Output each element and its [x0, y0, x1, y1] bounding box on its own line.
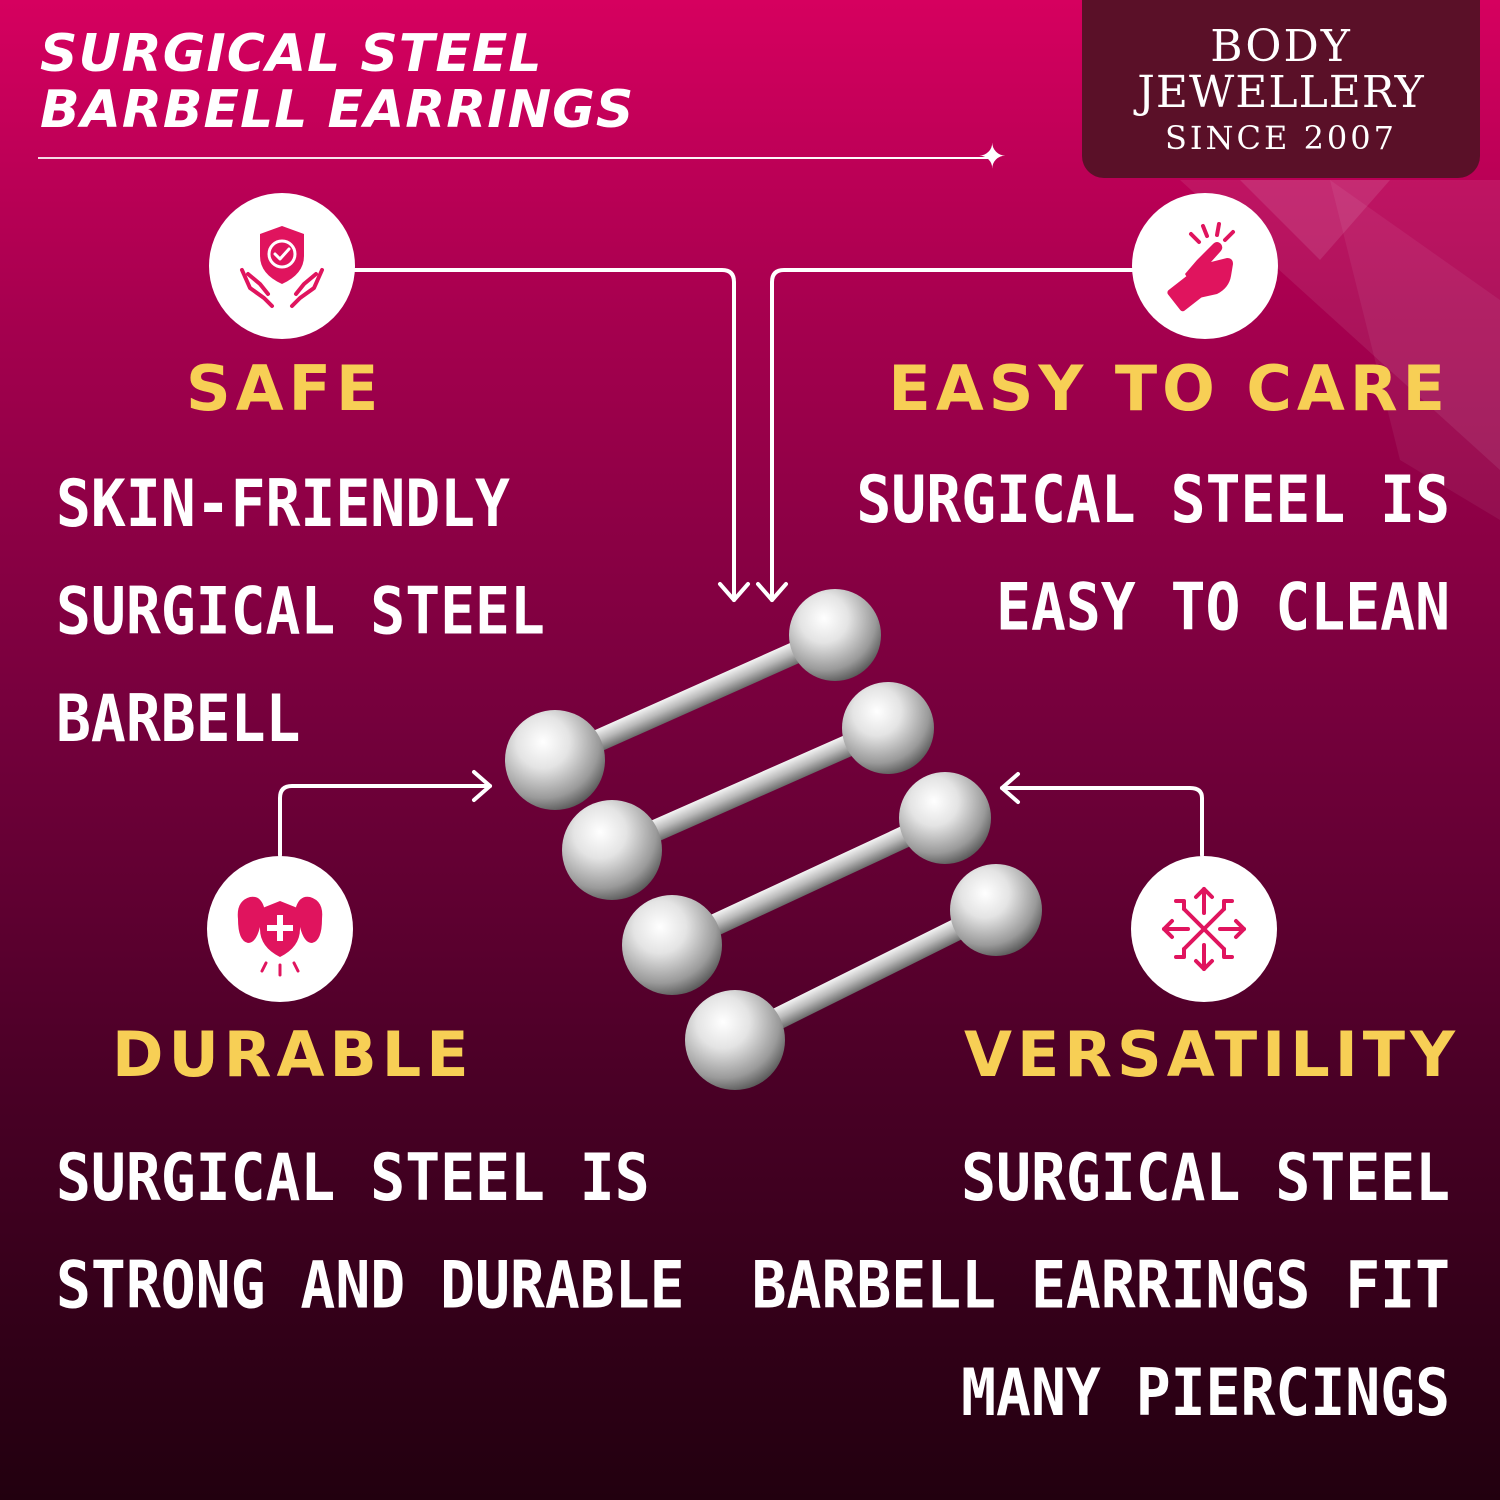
durable-description: SURGICAL STEEL IS STRONG AND DURABLE [56, 1124, 685, 1339]
barbell-ball [505, 710, 605, 810]
durable-title: DURABLE [112, 1018, 474, 1091]
versatility-desc-line: BARBELL EARRINGS FIT [751, 1247, 1450, 1324]
durable-desc-line: STRONG AND DURABLE [56, 1247, 685, 1324]
safe-desc-line: SURGICAL STEEL [56, 573, 545, 650]
care-connector [770, 268, 1137, 602]
barbell [685, 864, 1042, 1090]
versatility-connector [1000, 786, 1204, 857]
safe-icon-circle [209, 193, 355, 339]
versatility-description: SURGICAL STEEL BARBELL EARRINGS FIT MANY… [752, 1124, 1450, 1447]
barbell-bar [552, 626, 838, 769]
versatility-icon-circle [1131, 856, 1277, 1002]
barbell-ball [685, 990, 785, 1090]
durable-connector [278, 784, 492, 857]
barbell-ball [899, 772, 991, 864]
durable-icon-circle [207, 856, 353, 1002]
barbell-ball [789, 589, 881, 681]
barbell [622, 772, 991, 995]
safe-description: SKIN-FRIENDLY SURGICAL STEEL BARBELL [56, 450, 545, 773]
care-title: EASY TO CARE [888, 352, 1450, 425]
logo-line-1: BODY [1210, 21, 1352, 72]
versatility-desc-line: MANY PIERCINGS [961, 1354, 1450, 1431]
care-desc-line: SURGICAL STEEL IS [856, 461, 1450, 538]
safe-desc-line: SKIN-FRIENDLY [56, 465, 510, 542]
snap-fingers-icon [1167, 222, 1235, 312]
safe-desc-line: BARBELL [56, 680, 301, 757]
title-line-2: BARBELL EARRINGS [40, 80, 635, 140]
care-desc-line: EASY TO CLEAN [996, 569, 1450, 646]
logo-line-2: JEWELLERY [1137, 67, 1425, 118]
sparkle-icon: ✦ [978, 137, 1007, 177]
barbell-ball [842, 682, 934, 774]
page-title: SURGICAL STEEL BARBELL EARRINGS [40, 26, 634, 138]
shield-check-hands-icon [240, 226, 324, 308]
strength-shield-icon [237, 896, 323, 977]
brand-logo: BODY JEWELLERY SINCE 2007 [1082, 0, 1480, 178]
multi-direction-arrows-icon [1162, 887, 1246, 971]
barbell-ball [950, 864, 1042, 956]
logo-line-3: SINCE 2007 [1164, 119, 1397, 157]
safe-connector [353, 268, 736, 602]
durable-desc-line: SURGICAL STEEL IS [56, 1139, 650, 1216]
title-line-1: SURGICAL STEEL [40, 24, 543, 84]
barbell [562, 682, 934, 900]
title-divider [38, 157, 988, 159]
barbell-bar [732, 902, 999, 1048]
versatility-desc-line: SURGICAL STEEL [961, 1139, 1450, 1216]
barbell-bar [609, 719, 891, 859]
barbell [505, 589, 881, 810]
barbell-ball [562, 800, 662, 900]
barbell-ball [622, 895, 722, 995]
care-icon-circle [1132, 193, 1278, 339]
care-description: SURGICAL STEEL IS EASY TO CLEAN [856, 446, 1450, 661]
safe-title: SAFE [186, 352, 384, 425]
versatility-title: VERSATILITY [963, 1018, 1460, 1091]
barbell-bar [669, 809, 948, 954]
